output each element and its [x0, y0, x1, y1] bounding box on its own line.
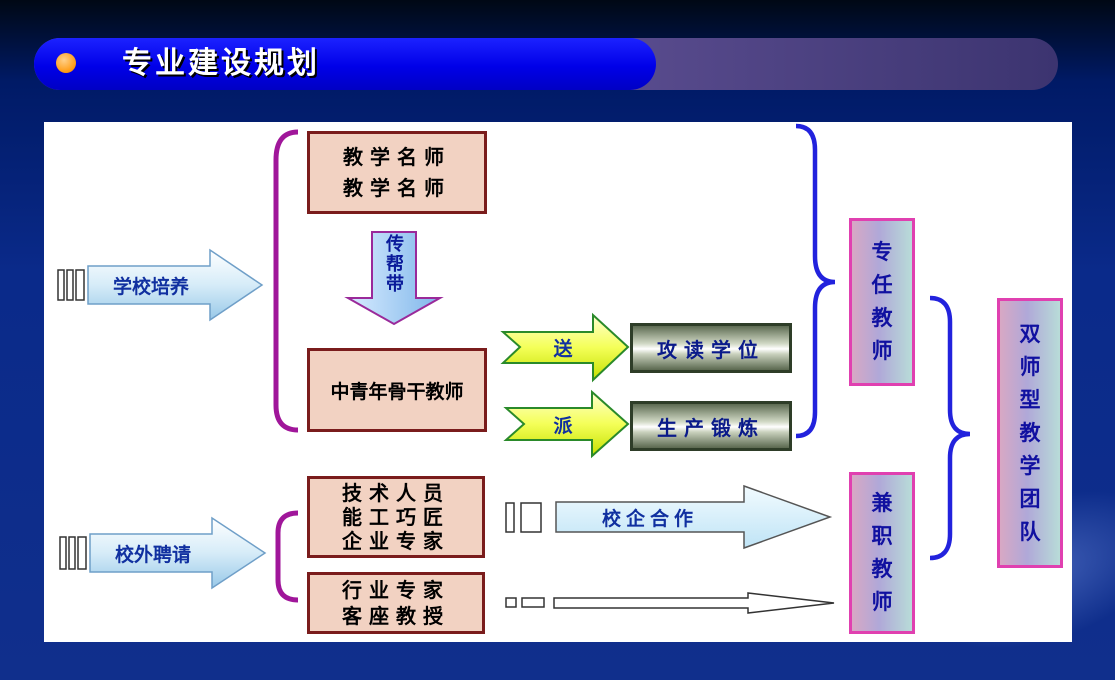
assign-arrow: [503, 389, 630, 459]
send-arrow: [500, 312, 630, 383]
degree-box: 攻读学位: [630, 323, 792, 373]
left-brace-lower: [275, 510, 299, 603]
right-brace-fulltime: [795, 123, 836, 439]
outside-hiring-label: 校外聘请: [114, 543, 191, 566]
tech-line-1: 技术人员: [342, 481, 450, 505]
industry-expert-box: 行业专家 客座教授: [307, 572, 485, 634]
industry-line-1: 行业专家: [342, 578, 450, 602]
dual-teacher-team-box: 双师型教学团队: [997, 298, 1063, 568]
cooperation-arrow: [505, 484, 833, 550]
cooperation-label: 校企合作: [601, 507, 698, 530]
industry-line-2: 客座教授: [342, 604, 450, 628]
send-label: 送: [553, 337, 573, 360]
left-brace-upper: [273, 129, 299, 433]
page-title: 专业建设规划: [122, 46, 320, 81]
school-training-arrow: [57, 248, 264, 322]
parttime-teacher-box: 兼职教师: [849, 472, 915, 634]
tech-line-3: 企业专家: [342, 529, 450, 553]
tech-staff-box: 技术人员 能工巧匠 企业专家: [307, 476, 485, 558]
pass-on-arrow: [344, 231, 444, 326]
mentor-box: 教学名师 教学名师: [307, 131, 487, 214]
youth-teacher-box: 中青年骨干教师: [307, 348, 487, 432]
school-training-label: 学校培养: [112, 275, 189, 298]
fulltime-teacher-box: 专任教师: [849, 218, 915, 386]
industry-arrow: [505, 592, 835, 614]
mentor-line-2: 教学名师: [343, 175, 451, 200]
practice-box: 生产锻炼: [630, 401, 792, 451]
tech-line-2: 能工巧匠: [342, 505, 450, 529]
outside-hiring-arrow: [59, 516, 267, 590]
assign-label: 派: [553, 414, 573, 437]
right-brace-team: [929, 295, 971, 561]
title-pill: [34, 38, 656, 90]
pass-on-label: 传帮带: [386, 234, 404, 295]
bullet-icon: [56, 53, 76, 73]
mentor-line-1: 教学名师: [343, 144, 451, 169]
